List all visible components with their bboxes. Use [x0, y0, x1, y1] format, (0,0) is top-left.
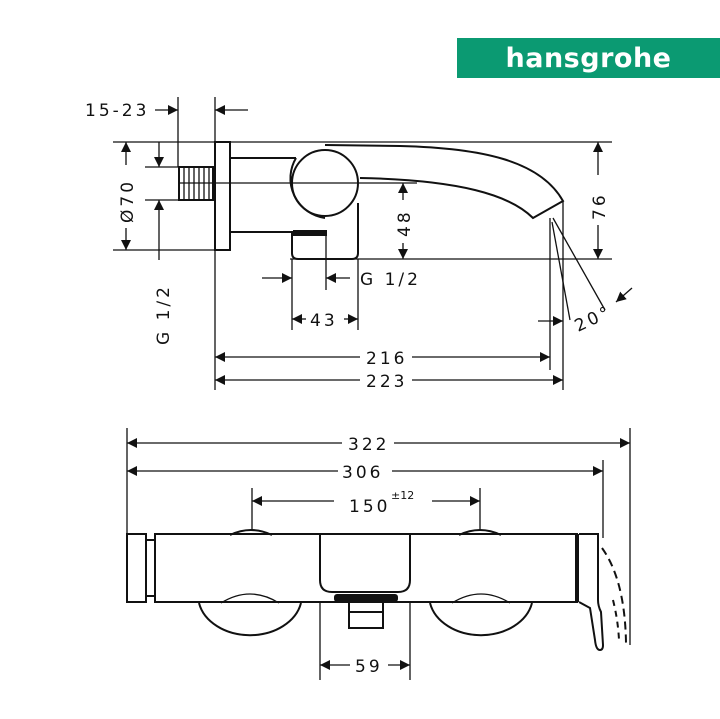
angle-line	[552, 217, 606, 311]
handle-inner-right	[451, 593, 511, 604]
outlet-housing	[291, 203, 359, 260]
outlet-stub	[348, 601, 384, 629]
dim-length-223: 223	[366, 372, 407, 392]
spout	[324, 144, 565, 220]
dim-thread-left: G 1/2	[154, 284, 174, 345]
handle-bottom-right	[429, 602, 533, 637]
wall-plate	[214, 141, 231, 251]
water-flow-dashed	[601, 547, 627, 644]
dim-centers-150: 150	[349, 497, 390, 517]
threaded-connector	[178, 166, 214, 201]
dim-length-216: 216	[366, 349, 407, 369]
left-neck	[145, 539, 156, 597]
front-view: 322 306 150 ±12	[126, 428, 631, 680]
hansgrohe-logo: hansgrohe	[457, 38, 720, 78]
dim-diameter: Ø70	[118, 179, 138, 223]
dim-arrow	[615, 287, 633, 303]
dim-body-306: 306	[342, 463, 383, 483]
left-end-cap	[126, 533, 147, 603]
angle-line	[551, 221, 571, 321]
spout-front	[578, 533, 605, 652]
spout-joint	[575, 534, 579, 602]
dim-height-76: 76	[590, 192, 610, 220]
handle-circle	[291, 149, 359, 217]
water-flow-dashed	[612, 599, 620, 641]
center-housing	[319, 534, 411, 593]
handle-inner-left	[220, 593, 280, 604]
dim-total-322: 322	[348, 435, 389, 455]
outlet-thread	[293, 230, 327, 236]
handle-bottom-left	[198, 602, 302, 637]
dim-angle: 20°	[572, 302, 616, 337]
outlet-plate	[334, 594, 398, 602]
dim-centers-tolerance: ±12	[391, 489, 414, 502]
dim-wall-offset: 15-23	[85, 101, 149, 121]
dim-thread-outlet: G 1/2	[360, 270, 421, 290]
dim-height-48: 48	[395, 209, 415, 237]
side-view: 15-23 Ø70 G 1/2 48 76 G 1/2 43	[85, 97, 633, 392]
dim-outlet-59: 59	[355, 657, 383, 677]
logo-text: hansgrohe	[505, 42, 672, 74]
dim-width-43: 43	[310, 311, 338, 331]
